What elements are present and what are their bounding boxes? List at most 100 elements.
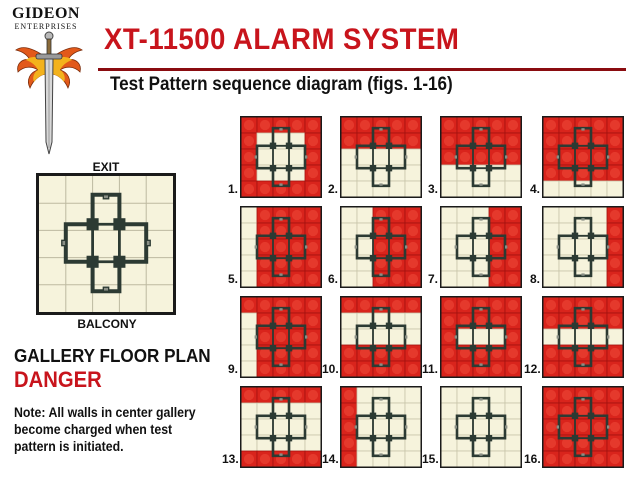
charged-cell-glow	[593, 347, 605, 359]
safe-cell	[304, 402, 322, 420]
safe-cell	[542, 180, 560, 198]
safe-cell	[440, 180, 458, 198]
charged-cell-glow	[391, 257, 403, 269]
safe-cell	[440, 164, 458, 182]
charged-cell-glow	[459, 151, 471, 163]
charged-cell-glow	[491, 241, 503, 253]
figure-border	[542, 296, 624, 378]
charged-cell-glow	[609, 363, 621, 375]
charged-cell-glow	[491, 273, 503, 285]
charged-cell-glow	[491, 257, 503, 269]
charged-cell-glow	[577, 167, 589, 179]
charged-cell-glow	[307, 331, 319, 343]
charged-cell-glow	[561, 315, 573, 327]
safe-cell	[590, 180, 608, 198]
safe-cell	[456, 386, 474, 404]
gallery-walls	[354, 396, 408, 458]
charged-cell-glow	[307, 151, 319, 163]
safe-cell	[542, 206, 560, 224]
charged-cell-glow	[443, 151, 455, 163]
sword-wings-logo-icon	[15, 31, 83, 155]
charged-cell-glow	[507, 273, 519, 285]
safe-cell	[456, 238, 474, 256]
company-line1: GIDEON	[12, 5, 80, 22]
charged-cell-glow	[609, 225, 621, 237]
safe-cell	[340, 254, 358, 272]
gallery-walls	[454, 216, 508, 278]
charged-cell-glow	[507, 225, 519, 237]
charged-cell-glow	[343, 421, 355, 433]
safe-cell	[356, 418, 374, 436]
charged-cell-glow	[593, 299, 605, 311]
charged-cell-glow	[507, 241, 519, 253]
charged-cell-glow	[593, 167, 605, 179]
page-subtitle: Test Pattern sequence diagram (figs. 1-1…	[110, 74, 453, 95]
safe-cell	[456, 418, 474, 436]
charged-cell-glow	[609, 135, 621, 147]
charged-cell-glow	[307, 257, 319, 269]
safe-cell	[288, 148, 306, 166]
charged-cell-glow	[593, 151, 605, 163]
safe-cell	[440, 206, 458, 224]
gallery-walls	[556, 216, 610, 278]
charged-cell-glow	[443, 119, 455, 131]
charged-cell-glow	[375, 257, 387, 269]
charged-cell-glow	[609, 119, 621, 131]
safe-cell	[388, 180, 406, 198]
pattern-figure	[240, 116, 322, 198]
figure-number: 14.	[322, 452, 339, 466]
safe-cell	[558, 328, 576, 346]
charged-cell-glow	[609, 209, 621, 221]
pattern-figure	[542, 386, 624, 468]
safe-cell	[256, 418, 274, 436]
figure-number: 3.	[427, 182, 438, 196]
safe-cell	[372, 328, 390, 346]
charged-cell-glow	[291, 257, 303, 269]
safe-cell	[542, 270, 560, 288]
exit-label: EXIT	[92, 160, 120, 174]
safe-cell	[574, 328, 592, 346]
charged-cell-glow	[545, 389, 557, 401]
figure-number: 11.	[422, 362, 439, 376]
charged-cell-glow	[391, 225, 403, 237]
safe-cell	[256, 148, 274, 166]
charged-cell-glow	[577, 315, 589, 327]
safe-cell	[472, 238, 490, 256]
figure-border	[240, 206, 322, 288]
safe-cell	[304, 434, 322, 452]
charged-cell-glow	[343, 405, 355, 417]
charged-cell-glow	[375, 135, 387, 147]
danger-label: DANGER	[14, 367, 102, 392]
charged-cell-glow	[275, 257, 287, 269]
safe-cell	[472, 450, 490, 468]
charged-cell-glow	[291, 241, 303, 253]
safe-cell	[340, 312, 358, 330]
charged-cell-glow	[275, 225, 287, 237]
charged-cell-glow	[593, 405, 605, 417]
charged-cell-glow	[491, 299, 503, 311]
charged-cell-glow	[307, 183, 319, 195]
charged-cell-glow	[609, 241, 621, 253]
charged-cell-glow	[475, 151, 487, 163]
safe-cell	[240, 222, 258, 240]
figure-border	[240, 116, 322, 198]
safe-cell	[574, 238, 592, 256]
title-underline	[98, 68, 626, 71]
figure-border	[542, 386, 624, 468]
charged-cell-glow	[259, 315, 271, 327]
charged-cell-glow	[343, 453, 355, 465]
gallery-walls	[454, 126, 508, 188]
charged-cell-glow	[491, 119, 503, 131]
charged-cell-glow	[545, 405, 557, 417]
figure-number: 15.	[422, 452, 439, 466]
safe-cell	[558, 206, 576, 224]
charged-cell-glow	[359, 363, 371, 375]
charged-cell-glow	[507, 315, 519, 327]
charged-cell-glow	[609, 389, 621, 401]
charged-cell-glow	[307, 241, 319, 253]
charged-cell-glow	[545, 363, 557, 375]
charged-cell-glow	[391, 135, 403, 147]
charged-cell-glow	[593, 119, 605, 131]
charged-cell-glow	[391, 209, 403, 221]
safe-cell	[356, 148, 374, 166]
